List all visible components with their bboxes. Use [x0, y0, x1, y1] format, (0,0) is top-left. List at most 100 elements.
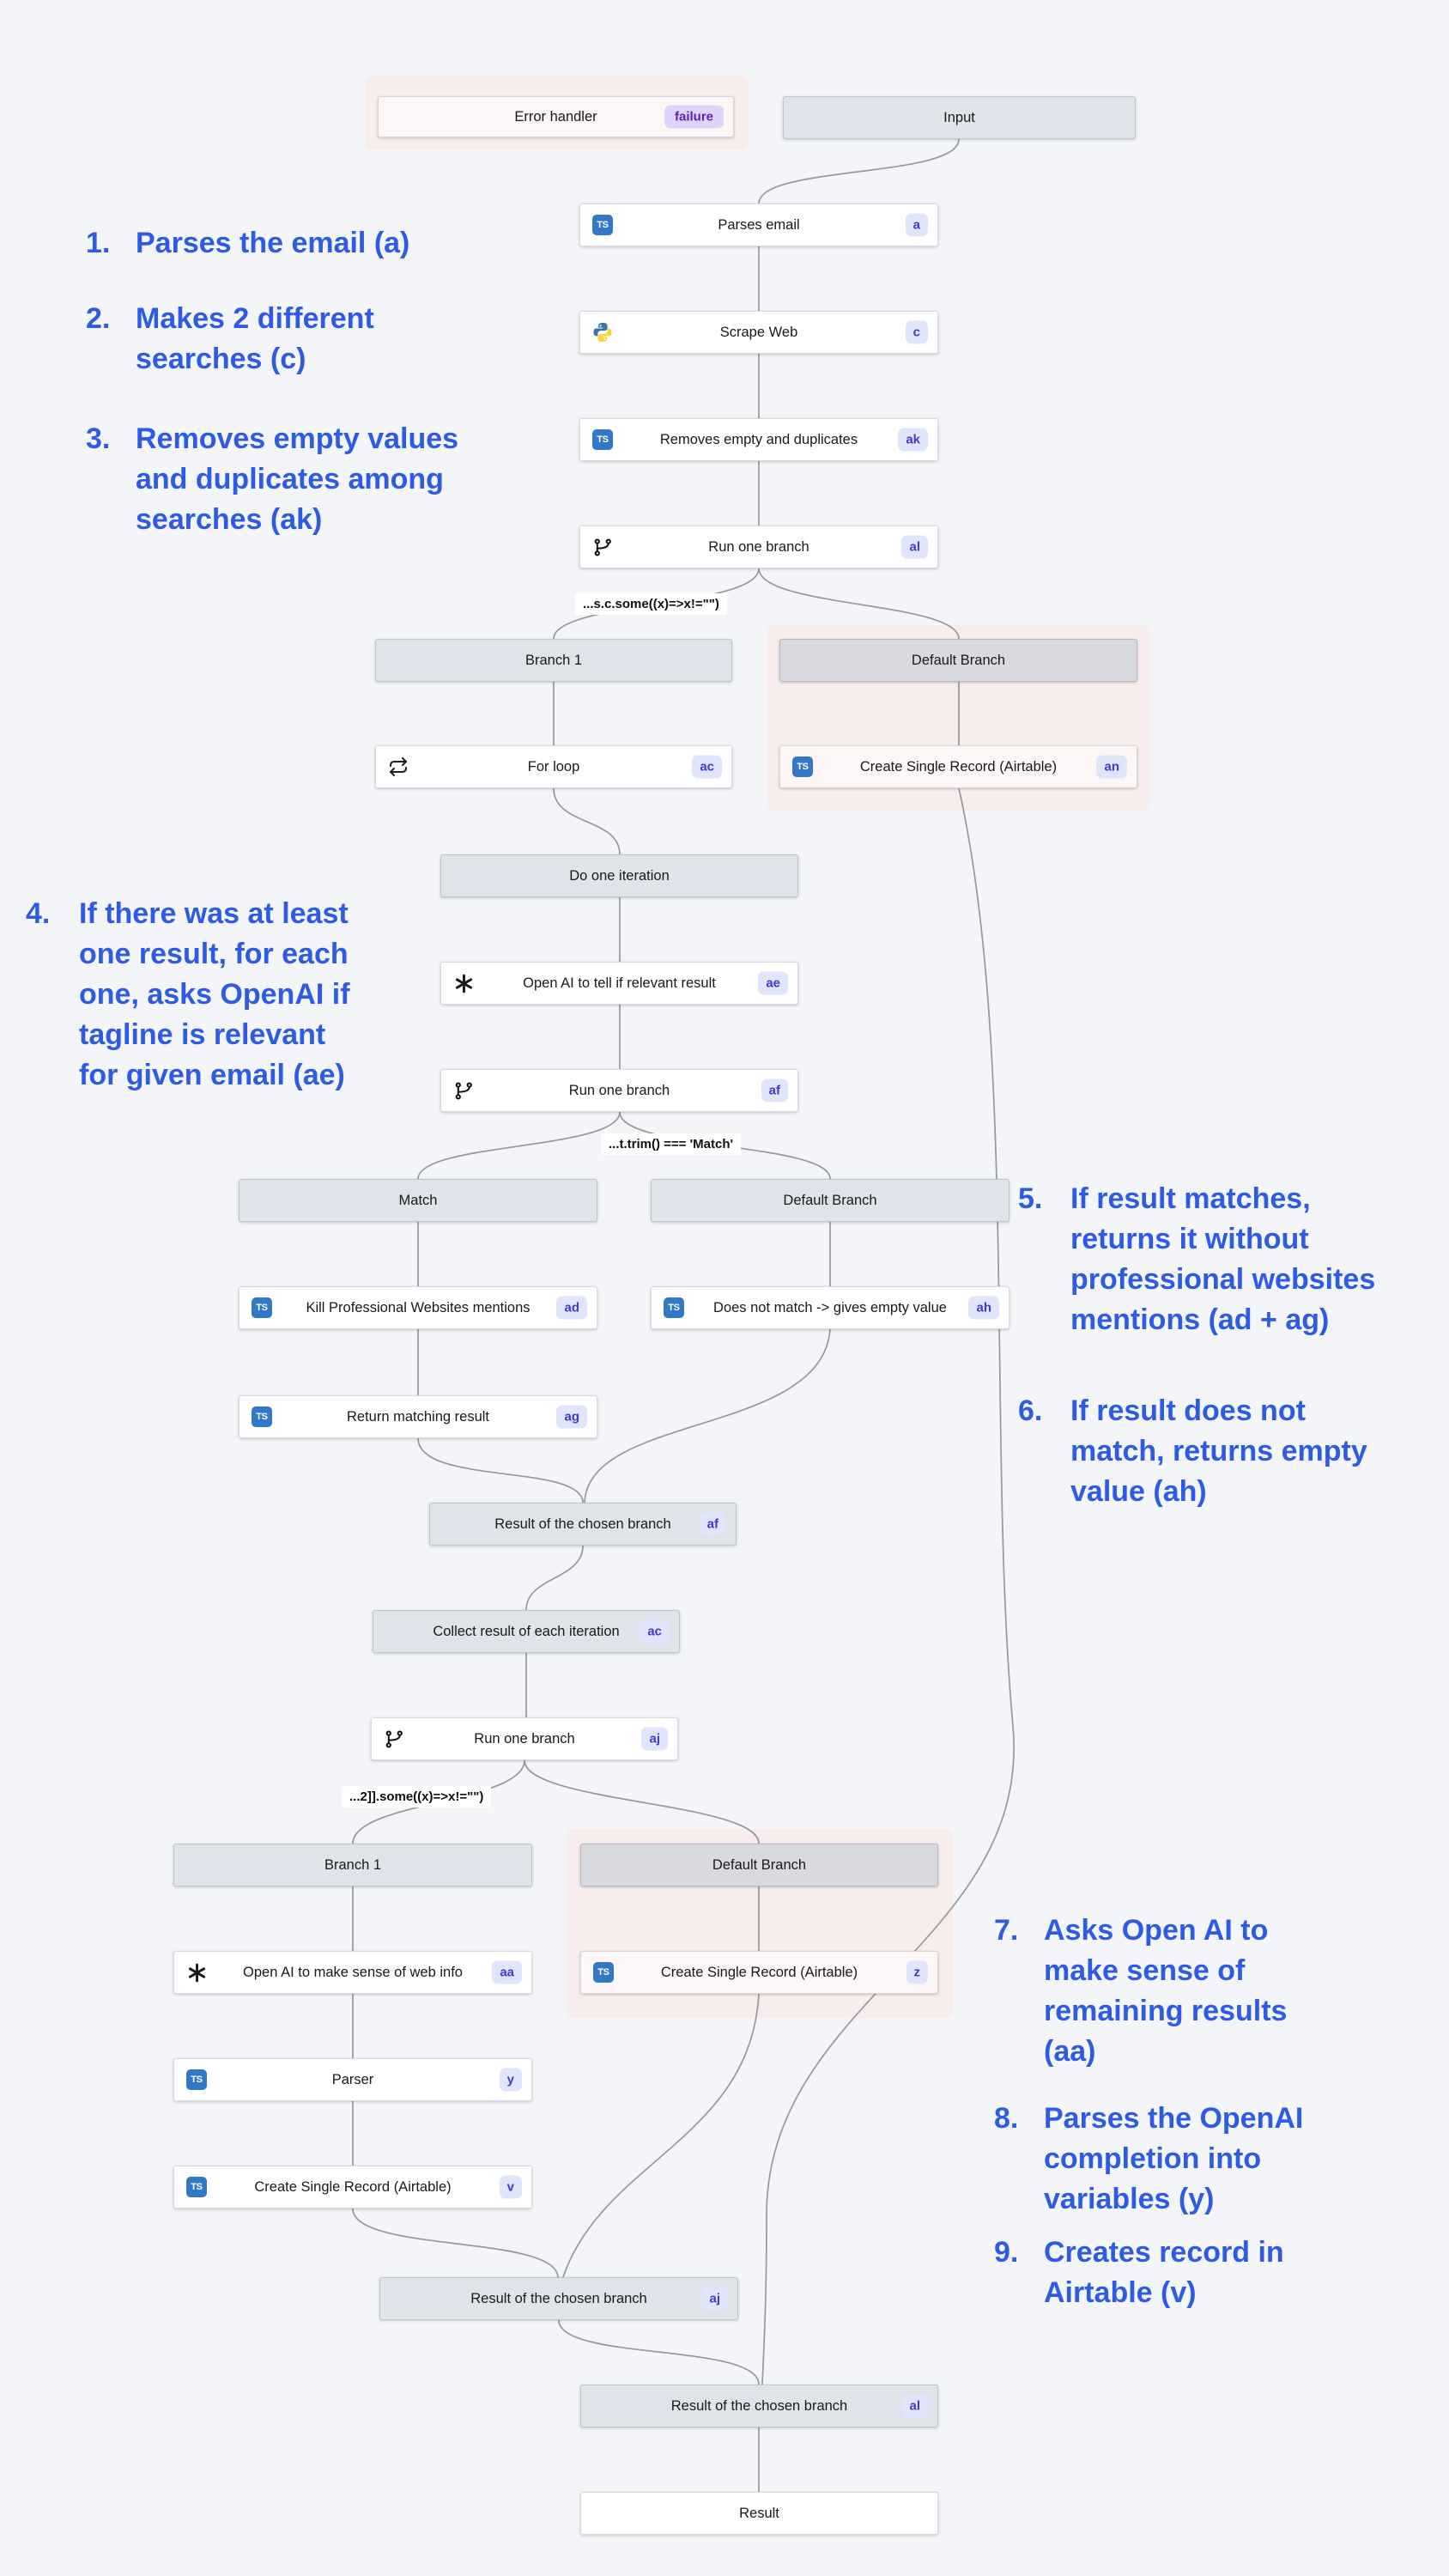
node-openai-tell-relevant[interactable]: Open AI to tell if relevant result ae [440, 962, 798, 1005]
node-label: Result [739, 2505, 779, 2521]
edge-connector [584, 1328, 831, 1504]
branch-condition-label: ...t.trim() === 'Match' [601, 1133, 742, 1155]
failure-badge: failure [664, 105, 724, 129]
node-label: Open AI to tell if relevant result [523, 975, 716, 991]
annotation-number: 7. [994, 1914, 1019, 1947]
node-id-badge: af [699, 1512, 726, 1536]
node-id-badge: ak [898, 428, 928, 452]
node-branch-1-b[interactable]: Branch 1 [173, 1844, 532, 1886]
node-label: Run one branch [474, 1730, 575, 1747]
annotation-number: 6. [1018, 1394, 1043, 1427]
node-create-single-record-an[interactable]: TS Create Single Record (Airtable) an [779, 745, 1137, 788]
node-id-badge: al [901, 2394, 928, 2418]
branch-icon [452, 1079, 475, 1102]
node-id-badge: a [905, 213, 928, 237]
node-id-badge: al [901, 535, 928, 559]
node-id-badge: ac [692, 755, 722, 779]
node-label: Create Single Record (Airtable) [660, 1964, 858, 1980]
node-default-branch-a[interactable]: Default Branch [779, 639, 1137, 682]
node-label: Default Branch [783, 1192, 877, 1208]
node-id-badge: ad [556, 1296, 587, 1320]
node-label: Collect result of each iteration [433, 1623, 620, 1639]
annotation-text: If result does not match, returns empty … [1070, 1394, 1367, 1508]
typescript-icon: TS [251, 1297, 273, 1319]
node-id-badge: ah [968, 1296, 999, 1320]
annotation-text: Creates record in Airtable (v) [1044, 2236, 1284, 2309]
typescript-icon: TS [791, 756, 814, 778]
node-id-badge: ae [758, 971, 788, 995]
node-parser[interactable]: TS Parser y [173, 2058, 532, 2101]
node-branch-1-a[interactable]: Branch 1 [375, 639, 732, 682]
node-label: Create Single Record (Airtable) [859, 758, 1058, 775]
edge-connector [352, 2208, 559, 2278]
node-id-badge: v [499, 2175, 522, 2199]
node-label: Scrape Web [719, 324, 798, 340]
annotation-text: Asks Open AI to make sense of remaining … [1044, 1914, 1288, 2068]
node-match-header[interactable]: Match [239, 1179, 597, 1222]
node-id-badge: aa [492, 1960, 522, 1984]
node-do-one-iteration[interactable]: Do one iteration [440, 854, 798, 897]
node-collect-result-iteration[interactable]: Collect result of each iteration ac [373, 1610, 680, 1653]
node-default-branch-c[interactable]: Default Branch [580, 1844, 938, 1886]
openai-icon [452, 972, 475, 994]
edge-connector [761, 787, 1015, 2385]
edge-connector [758, 568, 960, 640]
annotation-text: Parses the email (a) [136, 227, 410, 259]
edge-connector [758, 138, 960, 204]
typescript-icon: TS [185, 2069, 208, 2091]
annotation-number: 2. [86, 302, 111, 335]
branch-condition-label: ...s.c.some((x)=>x!="") [575, 593, 727, 615]
annotation-number: 8. [994, 2102, 1019, 2135]
node-label: Branch 1 [324, 1856, 382, 1873]
node-default-branch-b[interactable]: Default Branch [651, 1179, 1009, 1222]
branch-icon [591, 536, 614, 558]
node-id-badge: ac [640, 1619, 670, 1643]
annotation-text: If there was at least one result, for ea… [79, 897, 350, 1091]
node-input[interactable]: Input [783, 96, 1136, 139]
annotation-number: 1. [86, 227, 111, 259]
branch-condition-label: ...2]].some((x)=>x!="") [342, 1786, 492, 1807]
node-label: Default Branch [911, 652, 1006, 668]
node-label: Parses email [718, 216, 800, 233]
node-label: Default Branch [712, 1856, 807, 1873]
branch-icon [383, 1728, 405, 1750]
typescript-icon: TS [663, 1297, 685, 1319]
node-label: Branch 1 [524, 652, 583, 668]
annotation-text: If result matches, returns it without pr… [1070, 1182, 1376, 1336]
node-label: Input [943, 109, 975, 125]
node-label: Kill Professional Websites mentions [306, 1299, 530, 1315]
node-id-badge: an [1096, 755, 1127, 779]
typescript-icon: TS [592, 1961, 615, 1984]
edge-connector [525, 1545, 584, 1611]
node-kill-professional-websites[interactable]: TS Kill Professional Websites mentions ad [239, 1286, 597, 1329]
node-label: Result of the chosen branch [670, 2397, 848, 2414]
node-label: Return matching result [347, 1408, 489, 1425]
edge-connector [558, 2319, 760, 2385]
node-label: Run one branch [568, 1082, 670, 1098]
node-id-badge: aj [701, 2287, 728, 2311]
node-for-loop[interactable]: For loop ac [375, 745, 732, 788]
node-result-chosen-branch-al[interactable]: Result of the chosen branch al [580, 2385, 938, 2427]
node-id-badge: y [499, 2068, 522, 2092]
node-result[interactable]: Result [580, 2492, 938, 2535]
node-label: Parser [331, 2071, 374, 2087]
node-label: For loop [527, 758, 580, 775]
node-create-single-record-z[interactable]: TS Create Single Record (Airtable) z [580, 1951, 938, 1994]
node-id-badge: z [906, 1960, 928, 1984]
edge-connector [524, 1759, 760, 1844]
annotation-number: 4. [26, 897, 51, 930]
